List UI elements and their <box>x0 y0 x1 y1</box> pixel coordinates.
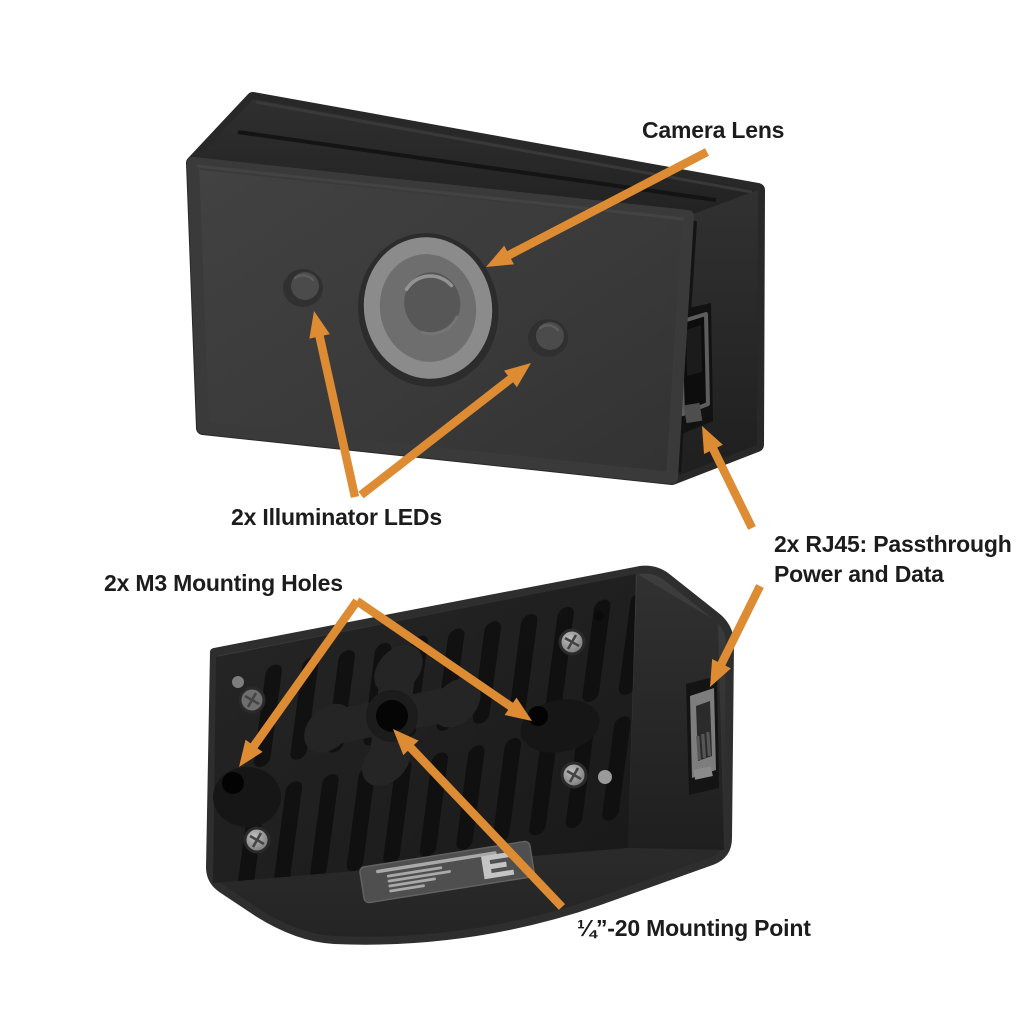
label-camera-lens: Camera Lens <box>642 117 785 143</box>
label-quarter20-mounting-point: ¼”-20 Mounting Point <box>577 915 811 941</box>
screw <box>238 686 266 714</box>
lid-edge-highlight <box>255 100 753 194</box>
arrow-m3-right <box>354 597 532 721</box>
pinhole <box>594 611 604 621</box>
illuminator-led-right <box>528 319 568 357</box>
label-rj45-line2: Power and Data <box>774 561 944 587</box>
alignment-dot <box>598 770 612 784</box>
m3-hole-right <box>528 706 548 726</box>
arrow-m3-left <box>239 598 361 767</box>
m3-boss-left <box>213 767 281 827</box>
illuminator-led-left <box>283 269 323 307</box>
rj45-port-bottom <box>686 676 719 795</box>
arrow-camera-lens <box>486 148 709 267</box>
arrow-led-right <box>358 363 531 499</box>
camera-front-view <box>186 92 765 485</box>
label-rj45-line1: 2x RJ45: Passthrough <box>774 531 1012 557</box>
camera-lens <box>358 233 499 387</box>
arrow-rj45-bottom <box>710 584 764 687</box>
label-illuminator-leds: 2x Illuminator LEDs <box>231 504 442 530</box>
label-m3-mounting-holes: 2x M3 Mounting Holes <box>104 570 343 596</box>
device-label-sticker <box>359 840 535 904</box>
quarter20-mount-hole <box>376 700 408 732</box>
m3-hole-left <box>222 772 244 794</box>
alignment-dot <box>232 676 244 688</box>
arrow-rj45-top <box>702 426 756 530</box>
screw <box>243 826 271 854</box>
label-logo-mark <box>480 851 515 880</box>
arrow-led-left <box>309 311 360 498</box>
screw <box>558 628 586 656</box>
callout-arrows <box>239 148 764 910</box>
arrow-quarter20 <box>393 729 566 910</box>
camera-bottom-view <box>206 565 734 945</box>
screws <box>238 628 588 854</box>
label-rj45: 2x RJ45: Passthrough Power and Data <box>774 529 1012 589</box>
screw <box>560 761 588 789</box>
